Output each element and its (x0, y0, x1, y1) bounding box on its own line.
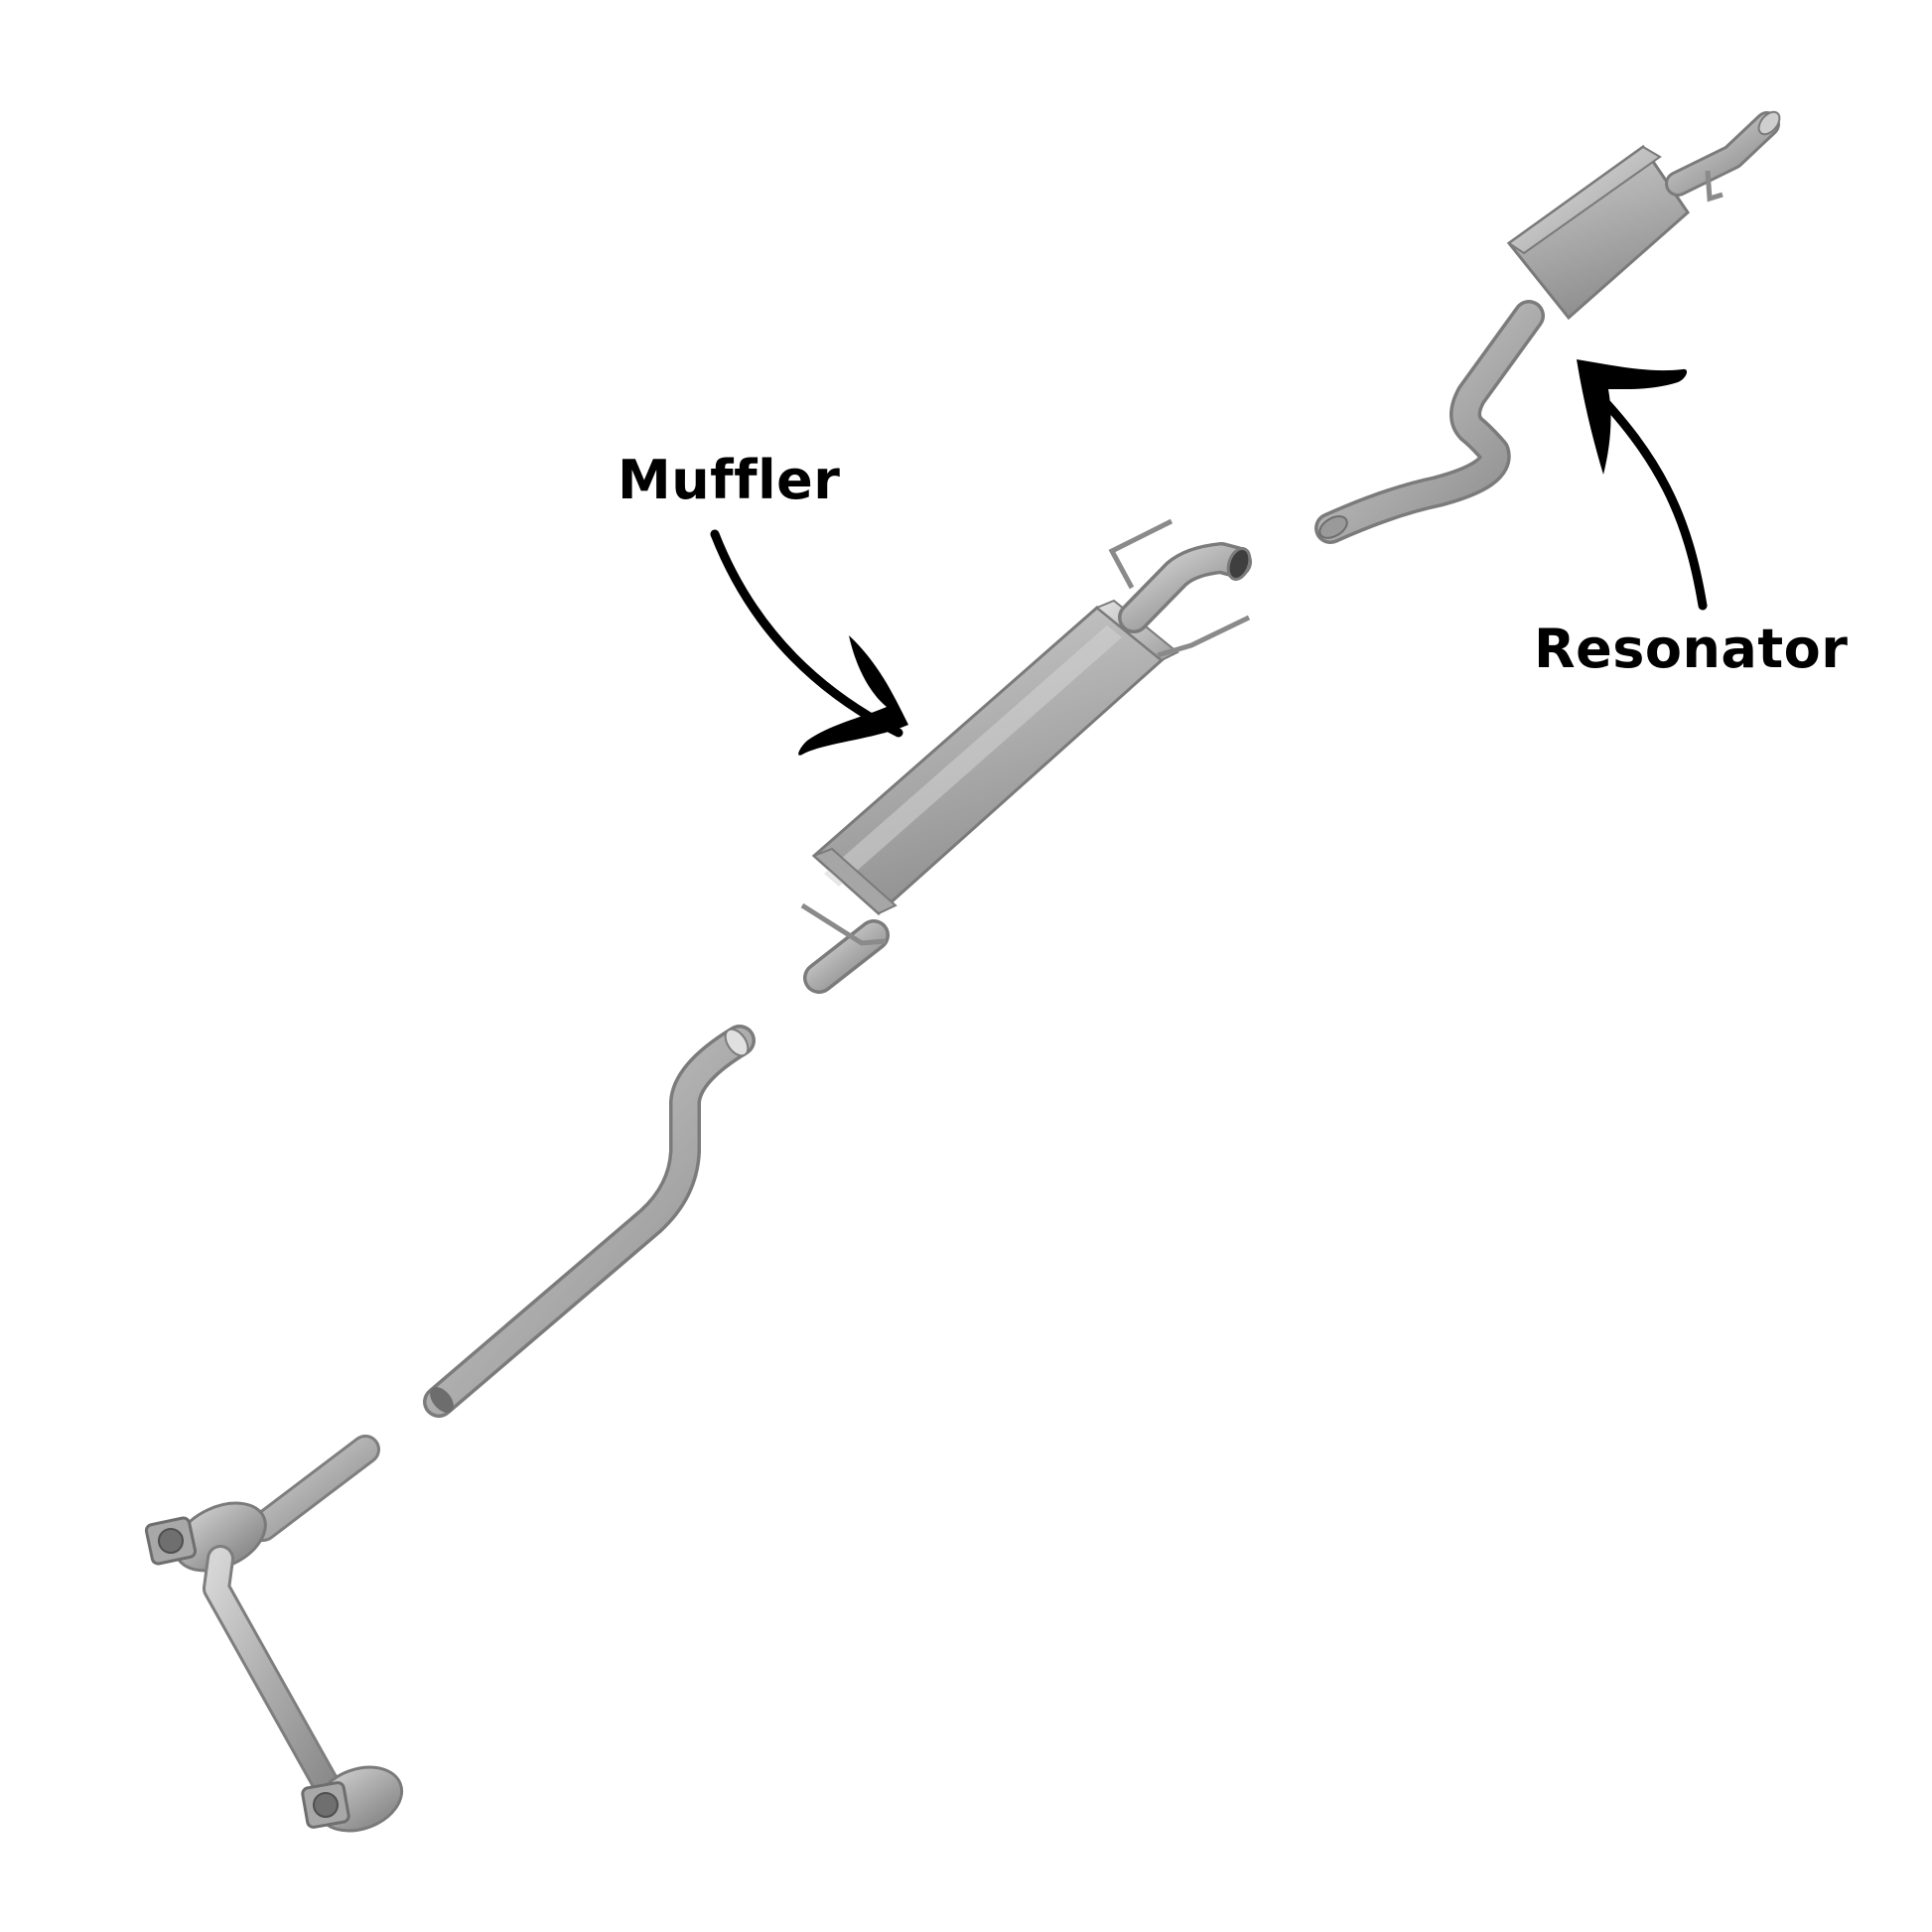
resonator-assembly (1314, 110, 1781, 544)
resonator-label: Resonator (1534, 618, 1849, 680)
muffler (800, 518, 1252, 994)
catalytic-converter-y-pipe (144, 1435, 404, 1833)
muffler-label: Muffler (618, 449, 841, 511)
muffler-arrow (710, 529, 908, 756)
intermediate-pipe (423, 1025, 756, 1418)
resonator-arrow (1577, 359, 1708, 611)
